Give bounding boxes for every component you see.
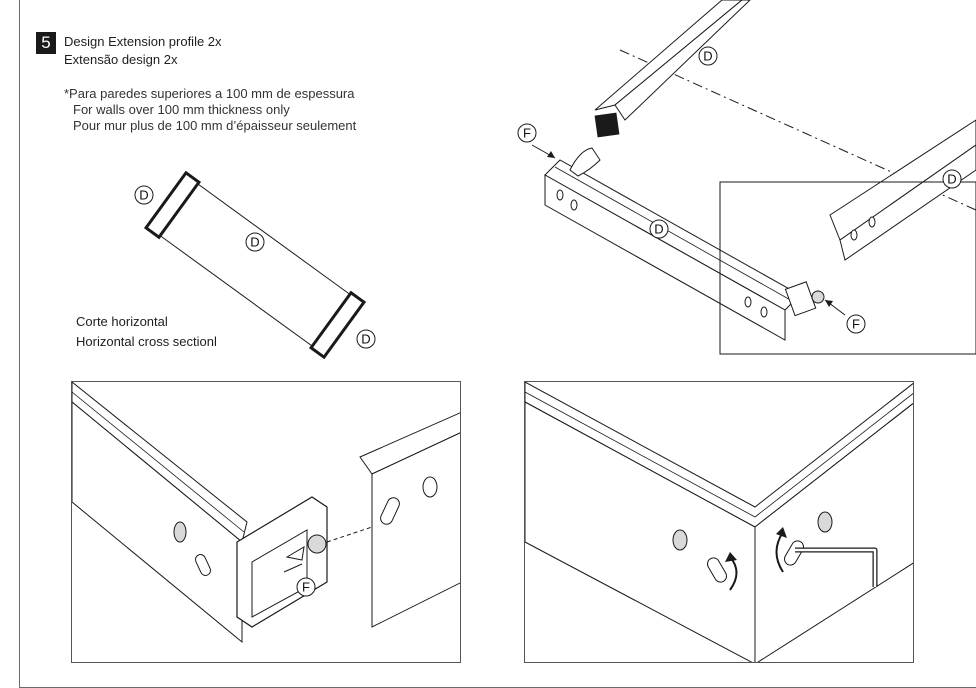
svg-text:D: D: [250, 235, 259, 250]
svg-text:F: F: [302, 580, 310, 595]
note-line-fr: Pour mur plus de 100 mm d’épaisseur seul…: [73, 118, 357, 133]
caption-line-pt: Corte horizontal: [76, 314, 168, 329]
svg-text:F: F: [852, 317, 860, 332]
step-title-line1: Design Extension profile 2x: [64, 34, 222, 49]
label-f-cap: F: [517, 123, 537, 143]
svg-text:D: D: [654, 222, 663, 237]
step-number-badge: 5: [36, 32, 56, 54]
step-title: Design Extension profile 2x Extensão des…: [64, 33, 222, 69]
label-d-right: D: [942, 169, 962, 189]
svg-text:D: D: [361, 332, 370, 347]
label-f-detail: F: [296, 577, 316, 597]
detail-panel-connector: F: [71, 381, 461, 663]
tighten-detail-drawing: [525, 382, 913, 662]
svg-text:F: F: [523, 126, 531, 141]
note-line-en: For walls over 100 mm thickness only: [73, 102, 290, 117]
label-d-middle: D: [245, 232, 265, 252]
step-title-line2: Extensão design 2x: [64, 52, 178, 67]
label-d-bottom: D: [356, 329, 376, 349]
cross-section-caption: Corte horizontal Horizontal cross sectio…: [76, 312, 217, 352]
svg-text:D: D: [703, 49, 712, 64]
assembly-overview-diagram: D F D D F: [517, 0, 976, 355]
note-line-pt: *Para paredes superiores a 100 mm de esp…: [64, 86, 355, 101]
svg-text:D: D: [947, 172, 956, 187]
connector-detail-drawing: F: [72, 382, 460, 644]
label-d-vertical: D: [698, 46, 718, 66]
caption-line-en: Horizontal cross sectionl: [76, 334, 217, 349]
label-f-connector: F: [846, 314, 866, 334]
label-d-top: D: [134, 185, 154, 205]
cross-section-diagram: D D D: [134, 170, 376, 360]
thickness-note: *Para paredes superiores a 100 mm de esp…: [64, 86, 356, 134]
detail-panel-tighten: [524, 381, 914, 663]
svg-text:D: D: [139, 188, 148, 203]
label-d-long: D: [649, 219, 669, 239]
